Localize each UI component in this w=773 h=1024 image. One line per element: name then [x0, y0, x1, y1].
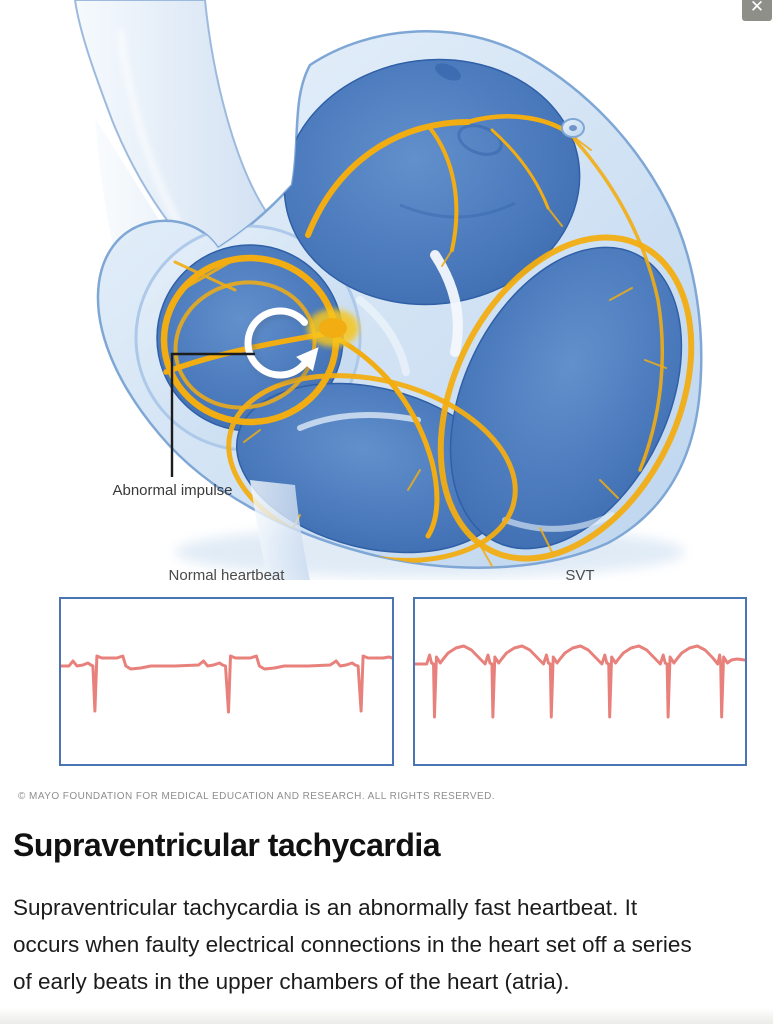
ecg-trace — [61, 654, 392, 714]
copyright-credit: © MAYO FOUNDATION FOR MEDICAL EDUCATION … — [18, 791, 496, 802]
ecg-trace — [415, 644, 745, 719]
valve-leaflets — [297, 250, 615, 532]
left-atrium-chamber — [283, 58, 581, 306]
av-node-glow — [307, 309, 359, 347]
close-button[interactable]: ✕ — [742, 0, 772, 21]
leader-line — [170, 352, 255, 477]
bottom-fade — [0, 1008, 773, 1024]
ecg-svt-panel — [413, 597, 747, 766]
ecg-svt-title: SVT — [565, 567, 595, 584]
article-title: Supraventricular tachycardia — [13, 827, 441, 863]
lower-vessel-stub — [250, 480, 310, 580]
ecg-normal-panel — [59, 597, 394, 766]
close-icon: ✕ — [749, 0, 765, 16]
heart-illustration — [73, 0, 703, 580]
article-body: Supraventricular tachycardia is an abnor… — [13, 895, 692, 994]
ecg-normal-chart — [61, 654, 392, 714]
abnormal-impulse-label: Abnormal impulse — [112, 482, 233, 499]
left-ventricle-chamber — [449, 246, 683, 550]
vessel-knob — [561, 118, 585, 138]
ecg-normal-title: Normal heartbeat — [168, 567, 285, 584]
ecg-svt-chart — [415, 644, 745, 719]
reentry-circuit-arrow-icon — [244, 307, 319, 382]
